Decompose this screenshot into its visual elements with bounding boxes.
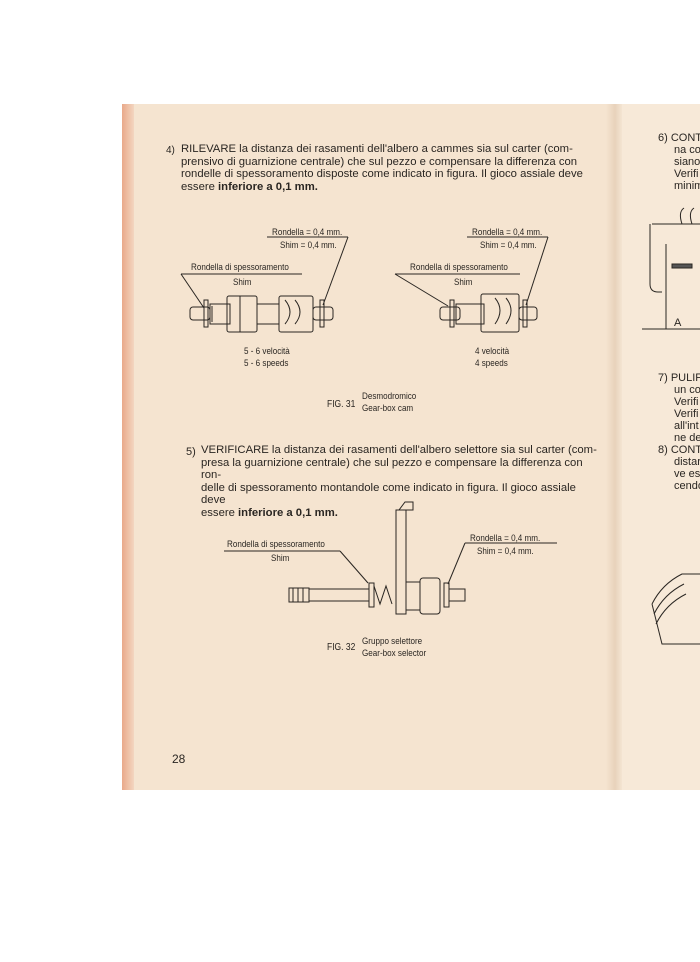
fig-32-title-it: Gruppo selettore bbox=[362, 636, 423, 647]
text-line: siano bbox=[674, 156, 700, 168]
caption-it: 5 - 6 velocità bbox=[244, 346, 290, 357]
text-line: 6) CONT bbox=[658, 132, 700, 144]
page-number: 28 bbox=[172, 752, 186, 766]
text-line: Verifi bbox=[674, 396, 699, 408]
text-line: essere bbox=[201, 506, 239, 519]
label-spessoramento: Rondella di spessoramento bbox=[227, 539, 325, 550]
label-shim2: Shim bbox=[233, 277, 252, 288]
text-line: distar bbox=[674, 456, 700, 468]
booklet-page bbox=[122, 104, 700, 790]
fig-32-title-en: Gear-box selector bbox=[362, 648, 427, 659]
text-line: essere bbox=[181, 180, 219, 193]
right-page: 6) CONT na co siano Verifi minim A 7) PU… bbox=[622, 104, 700, 790]
text-line: na co bbox=[674, 144, 700, 156]
label-rondella: Rondella = 0,4 mm. bbox=[472, 227, 543, 238]
label-shim2: Shim bbox=[271, 553, 290, 564]
label-shim: Shim = 0,4 mm. bbox=[480, 240, 537, 251]
text-line: minim bbox=[674, 180, 700, 192]
label-rondella: Rondella = 0,4 mm. bbox=[272, 227, 343, 238]
text-line: ne de bbox=[674, 432, 700, 444]
caption-en: 4 speeds bbox=[475, 358, 508, 369]
text-line: presa la guarnizione centrale) che sul p… bbox=[201, 456, 583, 482]
fig-31-label: FIG. 31 bbox=[327, 399, 356, 410]
text-line: 8) CONT bbox=[658, 444, 700, 456]
page-edge bbox=[122, 104, 134, 790]
caliper-drawing bbox=[642, 207, 700, 330]
step-5-lead: VERIFICARE bbox=[201, 444, 269, 456]
step-5-number: 5) bbox=[186, 446, 196, 458]
label-rondella: Rondella = 0,4 mm. bbox=[470, 533, 541, 544]
label-spessoramento: Rondella di spessoramento bbox=[191, 262, 289, 273]
step-5-paragraph: VERIFICARE la distanza dei rasamenti del… bbox=[201, 444, 601, 520]
text-line: all'int bbox=[674, 420, 699, 432]
label-shim: Shim = 0,4 mm. bbox=[280, 240, 337, 251]
label-shim: Shim = 0,4 mm. bbox=[477, 546, 534, 557]
step-4-paragraph: RILEVARE la distanza dei rasamenti dell'… bbox=[181, 143, 601, 193]
text-line: la distanza dei rasamenti dell'albero a … bbox=[236, 143, 573, 155]
fig-31-title-it: Desmodromico bbox=[362, 391, 417, 402]
label-spessoramento: Rondella di spessoramento bbox=[410, 262, 508, 273]
dimension-label: A bbox=[674, 317, 682, 329]
step-4-lead: RILEVARE bbox=[181, 143, 237, 155]
text-line: cendo bbox=[674, 480, 700, 492]
page-fold bbox=[606, 104, 624, 790]
text-line: rondelle di spessoramento disposte come … bbox=[181, 168, 583, 181]
text-line: prensivo di guarnizione centrale) che su… bbox=[181, 155, 578, 168]
bold-requirement: inferiore a 0,1 mm. bbox=[238, 506, 338, 519]
fig-31-title-en: Gear-box cam bbox=[362, 403, 414, 414]
text-line: ve es bbox=[674, 468, 700, 480]
text-line: Verifi bbox=[674, 408, 699, 420]
text-line: la distanza dei rasamenti dell'albero se… bbox=[268, 444, 597, 456]
label-shim2: Shim bbox=[454, 277, 473, 288]
bold-requirement: inferiore a 0,1 mm. bbox=[218, 180, 318, 193]
text-line: un co bbox=[674, 384, 700, 396]
step-4-number: 4) bbox=[166, 145, 175, 156]
caption-en: 5 - 6 speeds bbox=[244, 358, 289, 369]
text-line: Verifi bbox=[674, 168, 699, 180]
text-line: delle di spessoramento montandole come i… bbox=[201, 481, 576, 507]
caption-it: 4 velocità bbox=[475, 346, 510, 357]
part-drawing bbox=[651, 573, 700, 645]
text-line: 7) PULIF bbox=[658, 372, 700, 384]
fig-32-label: FIG. 32 bbox=[327, 642, 356, 653]
